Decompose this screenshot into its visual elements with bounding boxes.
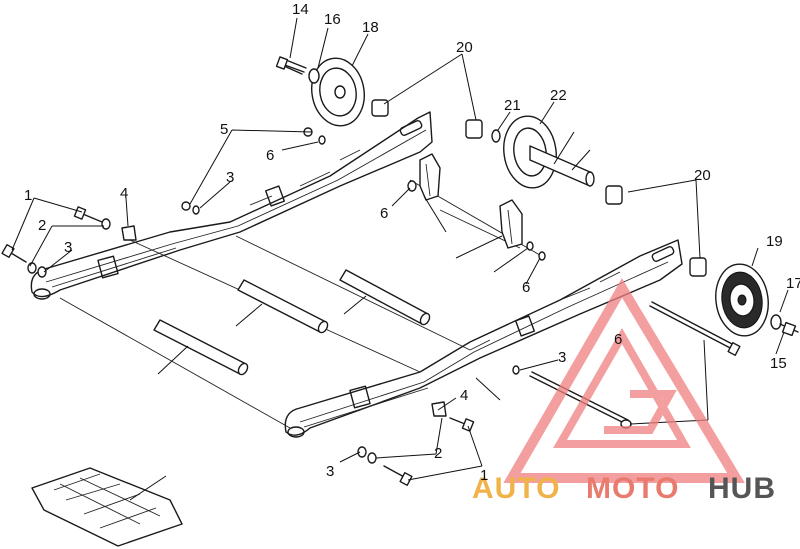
washer-2-left-b bbox=[27, 262, 37, 274]
washer-2-left-a bbox=[101, 218, 111, 230]
washer-8-right bbox=[770, 314, 782, 330]
watermark-text: AUTO MOTO HUB bbox=[472, 472, 776, 505]
callout-10-right: 20 bbox=[694, 167, 711, 184]
watermark-logo bbox=[503, 278, 745, 483]
watermark-moto: MOTO bbox=[586, 472, 679, 505]
right-rail bbox=[284, 239, 683, 438]
spacer-block-10-b bbox=[465, 119, 483, 139]
callout-7-right: 15 bbox=[770, 355, 787, 372]
bracket-21 bbox=[499, 199, 523, 249]
bolt-7-right bbox=[779, 321, 799, 337]
washer-3-lower bbox=[357, 446, 367, 458]
callout-6-lower: 6 bbox=[522, 279, 530, 296]
callout-4-right: 4 bbox=[460, 387, 468, 404]
washer-8-top bbox=[308, 68, 320, 84]
callout-8-top: 16 bbox=[324, 11, 341, 28]
watermark-triangle-outer bbox=[503, 278, 745, 483]
spacer-tube-19 bbox=[237, 279, 329, 334]
callout-5: 5 bbox=[220, 121, 228, 138]
washer-3-mid bbox=[192, 205, 200, 215]
bolt-1-right-lower bbox=[383, 465, 413, 486]
callout-4-left: 4 bbox=[120, 185, 128, 202]
long-bolt-15-upper bbox=[649, 301, 741, 356]
bolt-1-left-lower bbox=[1, 243, 27, 263]
callout-11: 21 bbox=[504, 97, 521, 114]
cross-shaft-lines bbox=[59, 179, 546, 429]
callout-1-left: 1 bbox=[24, 187, 32, 204]
bolt-7-top bbox=[275, 56, 307, 75]
callout-8-right: 17 bbox=[786, 275, 800, 292]
callout-6-top: 6 bbox=[266, 147, 274, 164]
bushing-4-left bbox=[121, 225, 137, 241]
washer-6-lower bbox=[538, 251, 546, 261]
callout-9-top: 18 bbox=[362, 19, 379, 36]
bolt-1-right-upper bbox=[449, 417, 475, 432]
washer-11 bbox=[491, 129, 501, 143]
spacer-block-10-d bbox=[689, 257, 707, 277]
idler-wheel-top bbox=[311, 57, 365, 127]
spacer-tube-18 bbox=[153, 319, 249, 376]
callout-labels: 14 16 18 20 21 22 20 19 17 15 5 6 3 1 4 … bbox=[24, 1, 800, 484]
idler-wheel-right bbox=[715, 263, 769, 337]
callout-1-right: 1 bbox=[480, 467, 488, 484]
washer-2-right bbox=[367, 452, 377, 464]
bolt-1-left-upper bbox=[73, 206, 103, 223]
callout-7-top: 14 bbox=[292, 1, 309, 18]
callout-6-mid: 6 bbox=[380, 205, 388, 222]
washer-3-right bbox=[512, 365, 520, 375]
callout-3-left: 3 bbox=[64, 239, 72, 256]
nut-5-b bbox=[181, 201, 191, 211]
callout-2-left: 2 bbox=[38, 217, 46, 234]
left-rail bbox=[30, 111, 433, 300]
watermark-auto: AUTO bbox=[472, 472, 560, 505]
bracket-22 bbox=[419, 153, 441, 201]
callout-2-right: 2 bbox=[434, 445, 442, 462]
watermark-g-mark bbox=[604, 390, 677, 434]
callout-6-right: 6 bbox=[614, 331, 622, 348]
callout-3-mid: 3 bbox=[226, 169, 234, 186]
callout-3-lower: 3 bbox=[326, 463, 334, 480]
callout-9-right: 19 bbox=[766, 233, 783, 250]
spacer-tube-20-lower bbox=[339, 269, 431, 326]
callout-3-right: 3 bbox=[558, 349, 566, 366]
callout-12: 22 bbox=[550, 87, 567, 104]
watermark-hub: HUB bbox=[708, 472, 776, 505]
washer-3-left bbox=[37, 266, 47, 278]
washer-6-top bbox=[318, 135, 326, 145]
leader-lines bbox=[11, 17, 789, 501]
rear-axle-wheel bbox=[503, 115, 595, 189]
skid-plate-17 bbox=[31, 467, 183, 547]
callout-10-top: 20 bbox=[456, 39, 473, 56]
spacer-block-10-c bbox=[605, 185, 623, 205]
washer-20-small bbox=[526, 241, 534, 251]
